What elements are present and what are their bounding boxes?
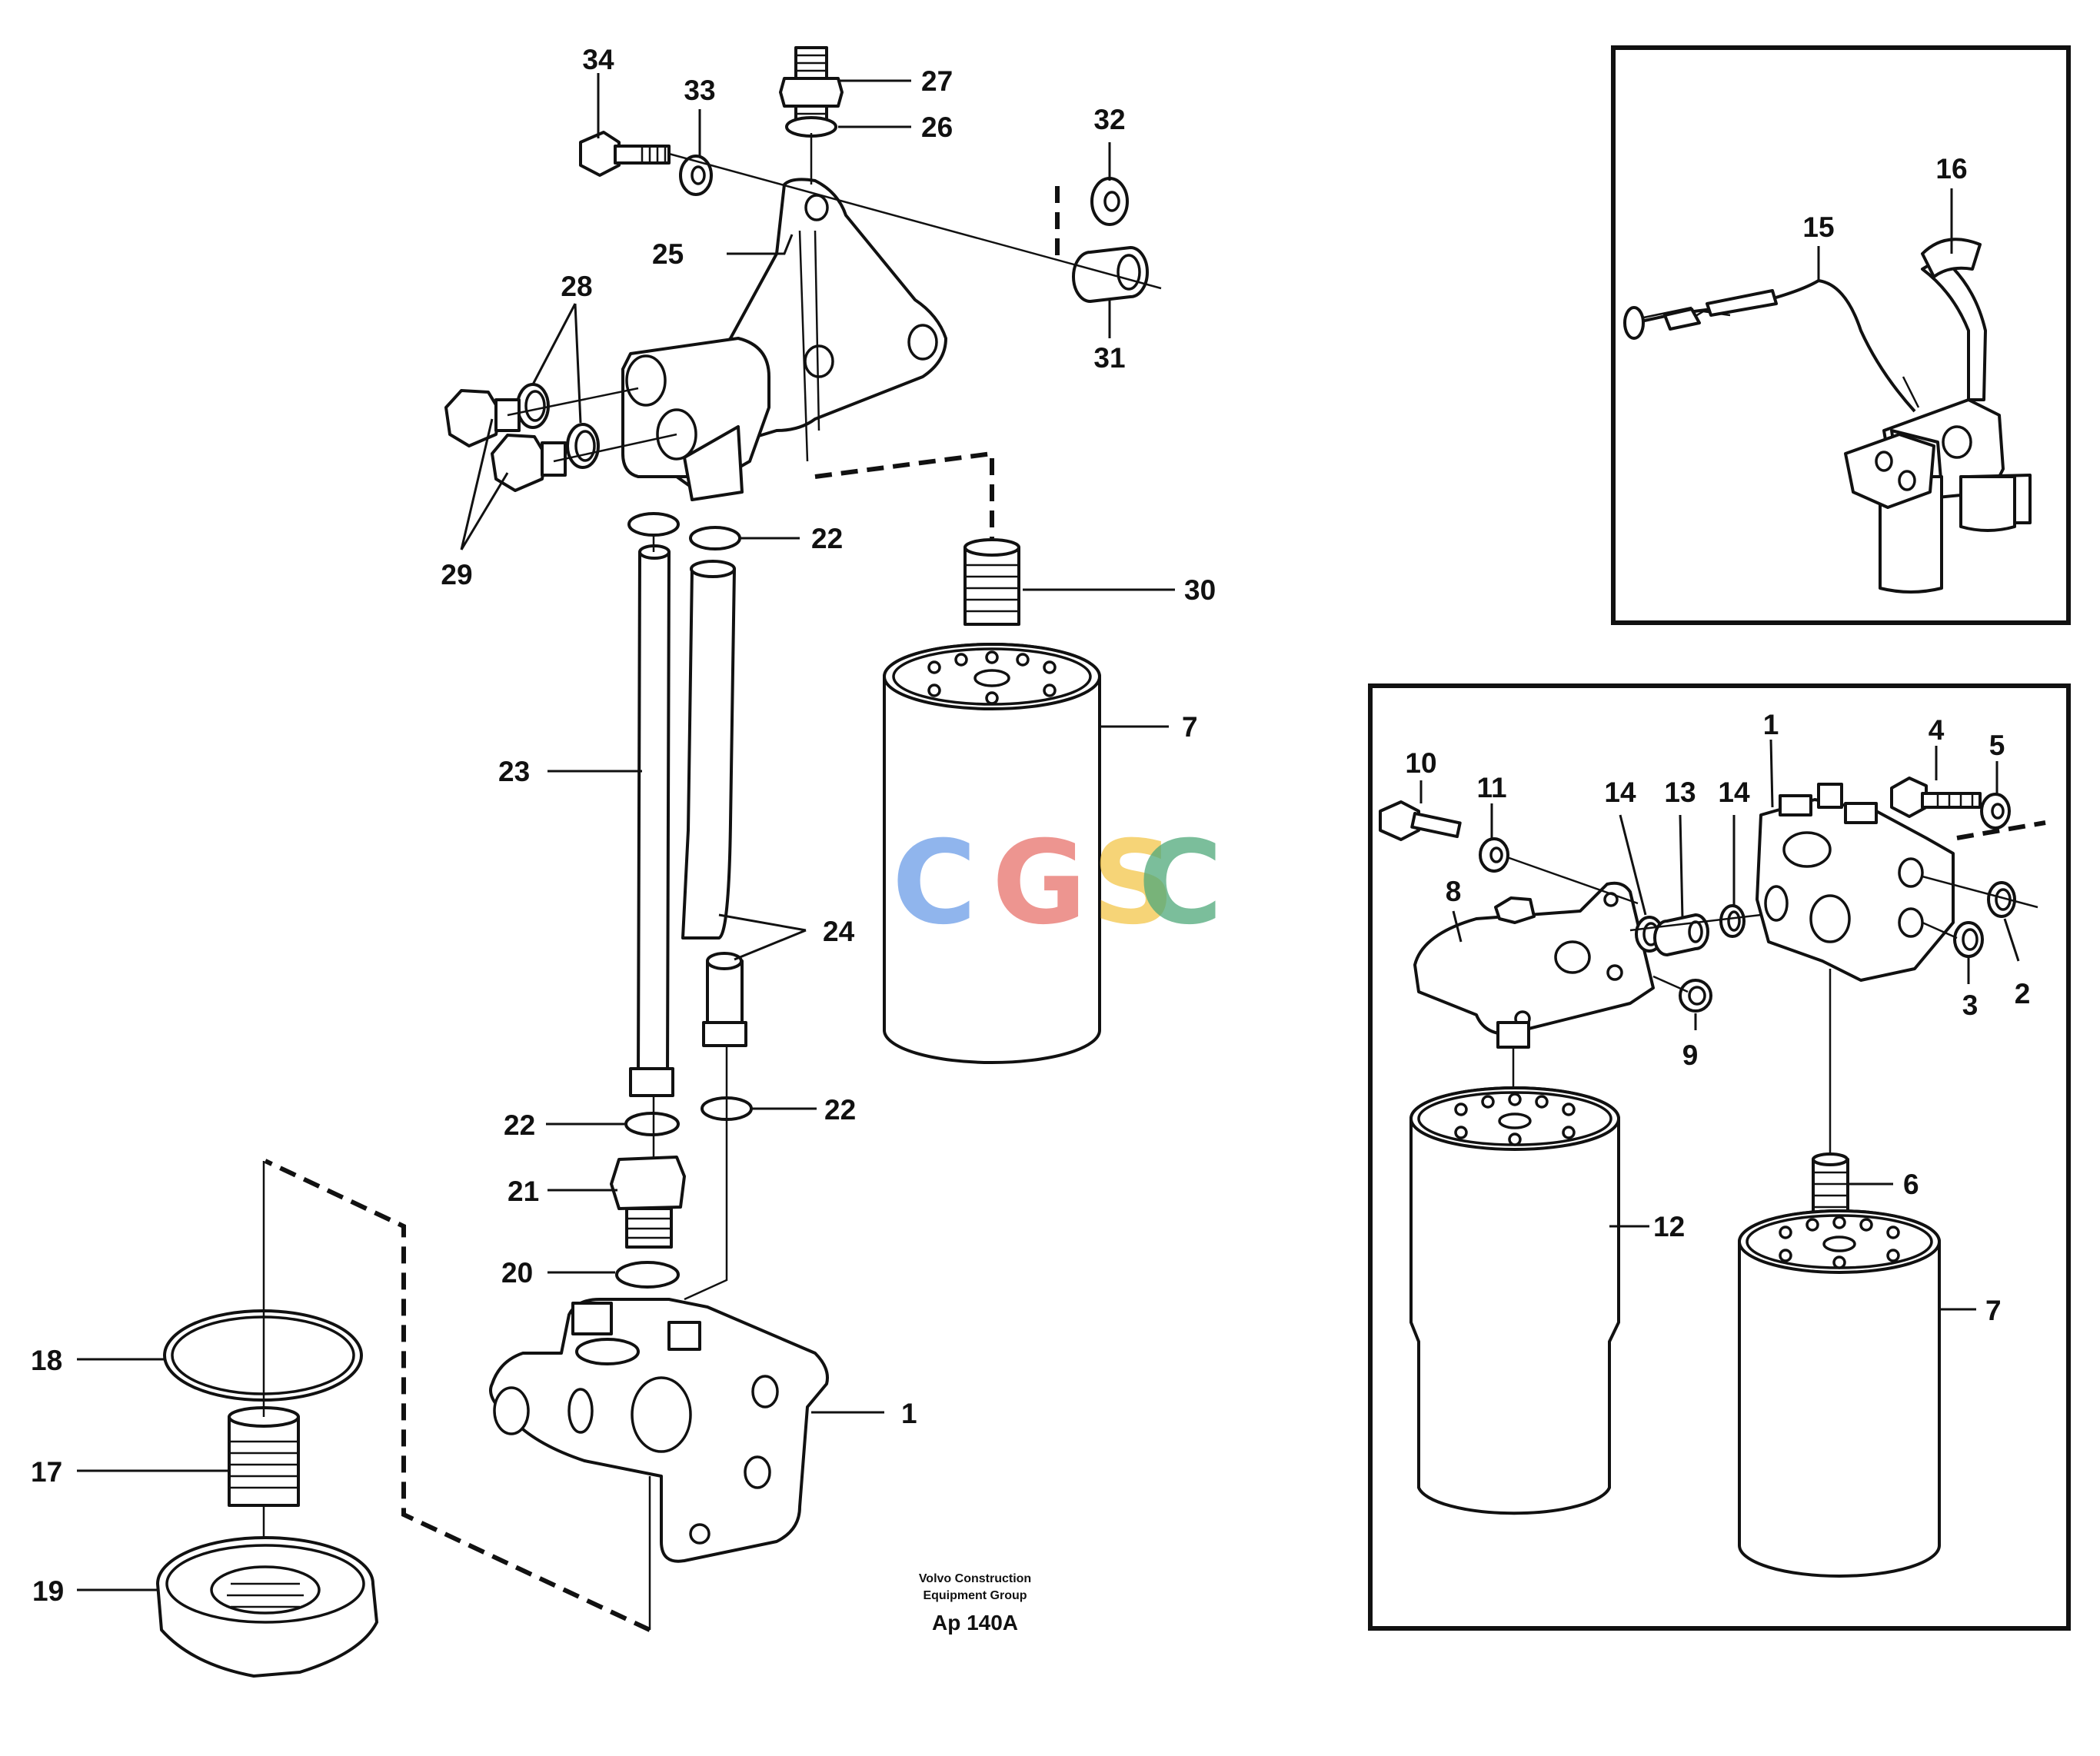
callout-33: 33 — [684, 75, 715, 106]
inset-top — [1611, 45, 2071, 625]
base-19 — [156, 1536, 378, 1678]
callout-17: 17 — [31, 1456, 62, 1488]
callout-6: 6 — [1903, 1169, 1919, 1200]
callout-19: 19 — [32, 1575, 64, 1607]
axis-tubes — [652, 534, 728, 1301]
washer-32 — [1090, 177, 1129, 226]
callout-23: 23 — [498, 756, 530, 787]
callout-20: 20 — [501, 1257, 533, 1289]
seal-20 — [615, 1261, 680, 1289]
bolt-4 — [1890, 777, 1982, 818]
callout-3: 3 — [1962, 989, 1979, 1021]
housing-1-inset — [1756, 783, 1955, 982]
callout-1-inset: 1 — [1763, 709, 1779, 740]
callout-11: 11 — [1476, 772, 1506, 803]
callout-25: 25 — [652, 238, 684, 270]
callout-28: 28 — [561, 271, 592, 302]
seal-22-top-a — [627, 512, 680, 537]
dash-4-5 — [1956, 820, 2046, 840]
callout-24: 24 — [823, 916, 855, 947]
callout-34: 34 — [582, 44, 614, 75]
callout-29: 29 — [441, 559, 472, 590]
dash-housing-17 — [264, 1159, 651, 1632]
callout-8: 8 — [1446, 876, 1462, 907]
callout-7-inset: 7 — [1985, 1295, 2002, 1326]
spacer-13 — [1653, 913, 1709, 956]
callout-7-main: 7 — [1182, 711, 1198, 743]
plugs-29 — [444, 389, 567, 492]
tube-23 — [629, 544, 674, 1097]
callout-13: 13 — [1664, 777, 1696, 808]
nipple-30 — [963, 538, 1020, 626]
callout-32: 32 — [1093, 104, 1125, 135]
caption: Volvo Construction Equipment Group Ap 14… — [919, 1572, 1031, 1635]
leader-lines — [77, 73, 2020, 1591]
callout-15: 15 — [1802, 211, 1834, 243]
manifold-block — [621, 337, 770, 501]
callout-9: 9 — [1682, 1039, 1699, 1071]
housing-1 — [489, 1298, 829, 1563]
callout-1-main: 1 — [901, 1398, 917, 1429]
main-assembly — [156, 46, 1162, 1678]
callout-22-top: 22 — [811, 523, 843, 554]
axis-plugs — [507, 387, 677, 463]
tube-24-upper — [681, 560, 736, 940]
callout-12: 12 — [1653, 1211, 1685, 1242]
caption-line-1: Volvo Construction — [919, 1572, 1031, 1585]
callout-4: 4 — [1929, 714, 1945, 746]
watermark: C G S C — [892, 816, 1223, 950]
watermark-letter-3: S — [1092, 816, 1175, 950]
caption-code: Ap 140A — [932, 1611, 1018, 1635]
bolt-10 — [1379, 800, 1462, 841]
filter-7-inset — [1738, 1209, 1941, 1578]
fitting-21 — [610, 1156, 686, 1249]
callout-16: 16 — [1935, 153, 1967, 185]
callouts: 34 33 27 26 32 25 31 28 29 22 30 7 23 24… — [31, 44, 2030, 1607]
watermark-letter-4: C — [1138, 816, 1223, 950]
axis-inset — [1506, 856, 2038, 1207]
seal-22-bottom-a — [624, 1112, 680, 1136]
stub-8 — [1496, 1021, 1530, 1049]
callout-31: 31 — [1093, 342, 1125, 374]
bolt-34 — [579, 131, 671, 177]
callout-30: 30 — [1184, 574, 1216, 606]
callout-18: 18 — [31, 1345, 62, 1376]
watermark-letter-1: C — [892, 816, 977, 950]
callout-2: 2 — [2015, 978, 2031, 1009]
filter-7-main — [883, 643, 1101, 1064]
callout-21: 21 — [508, 1176, 539, 1207]
o-rings-28 — [516, 383, 600, 469]
dash-bracket-30 — [814, 451, 994, 538]
inset-bottom — [1368, 683, 2071, 1631]
tube-24-lower — [702, 952, 747, 1047]
seal-22-top-b — [689, 526, 741, 550]
filter-12 — [1409, 1086, 1620, 1515]
callout-26: 26 — [921, 111, 953, 143]
axis-bolt — [668, 152, 1162, 290]
watermark-letter-2: G — [992, 816, 1087, 950]
callout-10: 10 — [1405, 747, 1436, 779]
nipple-17 — [228, 1406, 300, 1507]
caption-line-2: Equipment Group — [923, 1589, 1027, 1602]
callout-14-b: 14 — [1718, 777, 1750, 808]
callout-14-a: 14 — [1604, 777, 1636, 808]
callout-22-bottom-left: 22 — [504, 1109, 535, 1141]
callout-22-bottom-right: 22 — [824, 1094, 856, 1126]
washer-33 — [679, 155, 713, 196]
callout-27: 27 — [921, 65, 953, 97]
callout-5: 5 — [1989, 730, 2005, 761]
